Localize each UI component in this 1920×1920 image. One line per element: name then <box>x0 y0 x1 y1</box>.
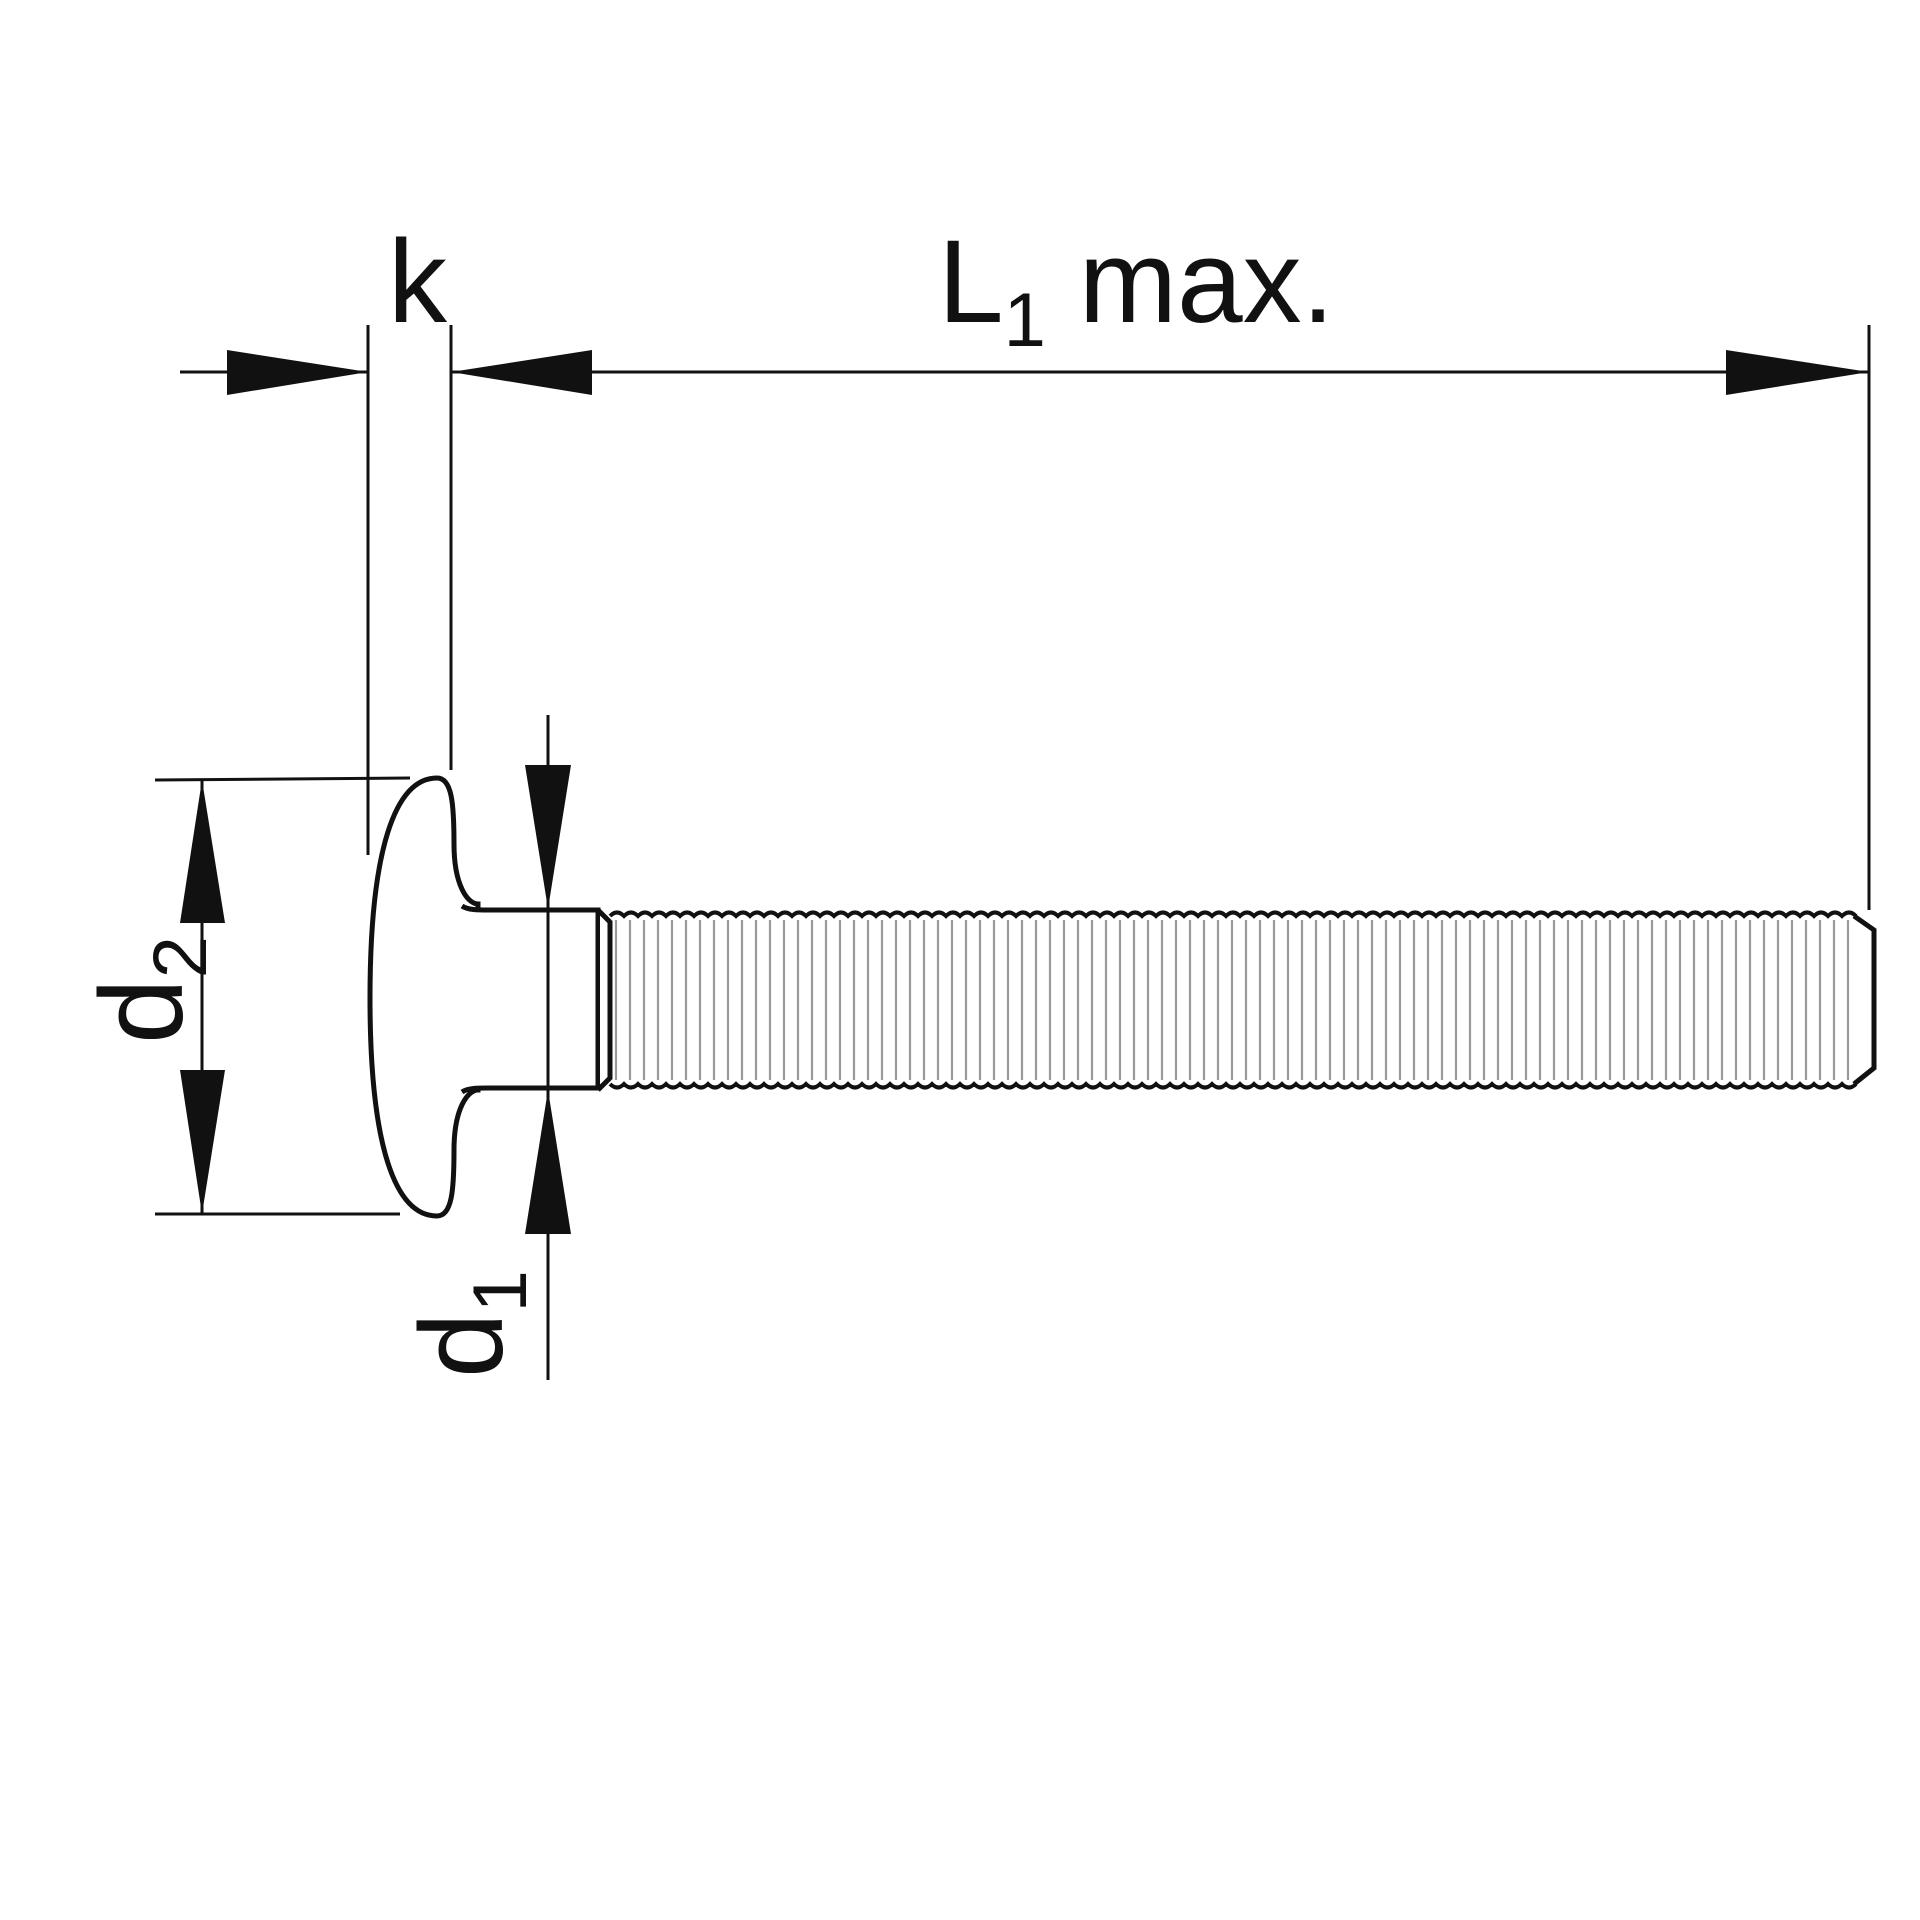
label-d2-main: d <box>76 978 208 1044</box>
bolt <box>367 775 1877 1219</box>
label-d1-sub: 1 <box>458 1270 543 1312</box>
thread-lines <box>614 920 1850 1080</box>
arrow-d2-bottom <box>180 1070 225 1214</box>
thread-top-edge <box>608 910 1858 919</box>
label-d2-sub: 2 <box>138 936 223 978</box>
thread-start-chamfer <box>596 908 613 1092</box>
thread-bottom-edge <box>608 1081 1858 1090</box>
label-length-suffix: max. <box>1046 216 1335 348</box>
arrow-d1-bottom <box>525 1090 571 1234</box>
arrow-d1-top <box>525 765 571 909</box>
label-d1-main: d <box>396 1312 528 1378</box>
arrow-k-right <box>451 350 592 395</box>
dimension-d2 <box>180 780 225 1214</box>
dimension-horizontal <box>180 350 1869 395</box>
label-length-sub: 1 <box>1004 278 1046 363</box>
label-d2: d2 <box>76 936 223 1044</box>
dimension-d1 <box>525 765 571 1234</box>
bolt-neck <box>460 903 601 1095</box>
bolt-head <box>367 775 481 1219</box>
arrow-d2-top <box>180 780 225 923</box>
thread-end-chamfer <box>1852 913 1877 1086</box>
threaded-shank <box>596 908 1877 1092</box>
arrow-k-left <box>227 350 368 395</box>
label-length-main: L <box>938 216 1004 348</box>
label-d1: d1 <box>396 1270 543 1378</box>
label-k: k <box>388 216 448 348</box>
label-length: L1 max. <box>938 216 1334 363</box>
thread-core <box>600 916 1860 1084</box>
ext-line-head-top <box>154 776 411 782</box>
arrow-length-end <box>1726 350 1869 395</box>
